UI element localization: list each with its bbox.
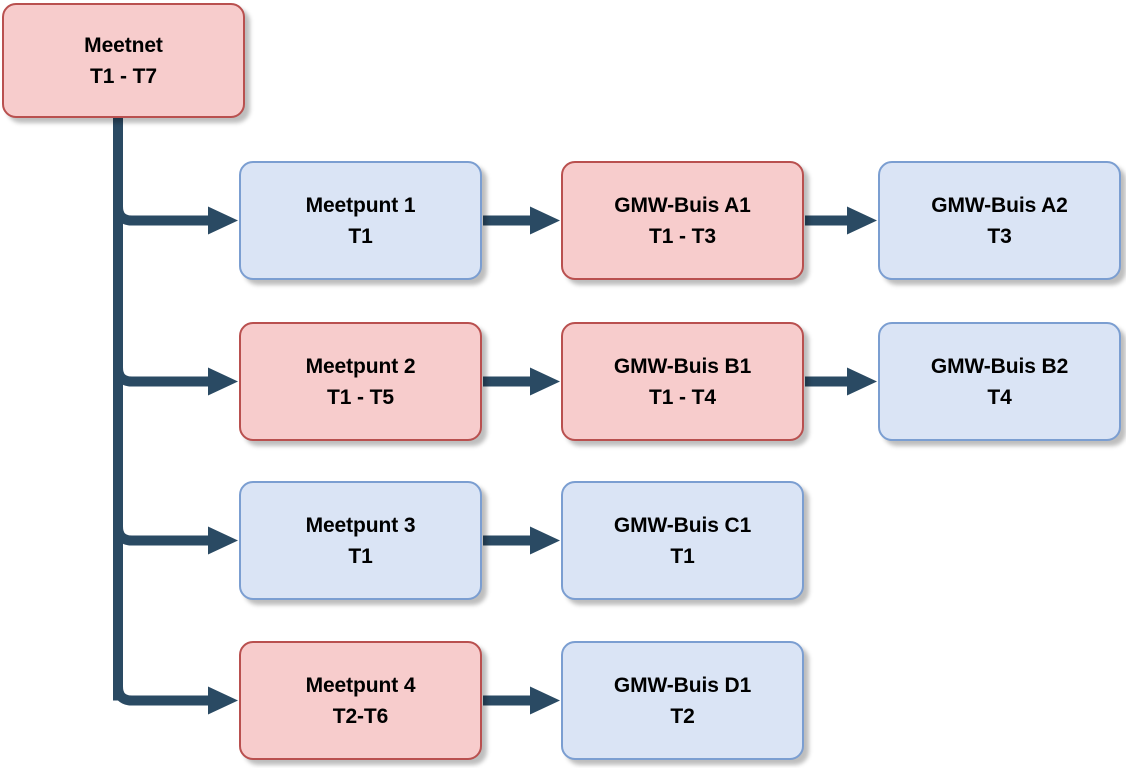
node-label-secondary: T1: [348, 544, 373, 568]
connector-meetnet-to-meetpunt-3: [113, 526, 210, 546]
node-meetpunt-3[interactable]: Meetpunt 3 T1: [239, 481, 482, 600]
arrowhead-meetpunt-2-to-gmw-buis-b1: [530, 367, 560, 396]
arrowhead-meetpunt-4-to-gmw-buis-d1: [530, 686, 560, 715]
node-label-primary: Meetpunt 2: [305, 354, 416, 378]
node-label-primary: GMW-Buis C1: [613, 513, 752, 537]
node-label-secondary: T1 - T4: [649, 385, 716, 409]
connector-meetnet-to-meetpunt-4: [113, 686, 210, 706]
node-gmw-buis-b2[interactable]: GMW-Buis B2 T4: [878, 322, 1121, 441]
node-label-secondary: T1: [348, 224, 373, 248]
node-gmw-buis-b1[interactable]: GMW-Buis B1 T1 - T4: [561, 322, 804, 441]
node-meetpunt-2[interactable]: Meetpunt 2 T1 - T5: [239, 322, 482, 441]
node-label-secondary: T1 - T5: [327, 385, 394, 409]
node-label-primary: GMW-Buis B1: [613, 354, 752, 378]
node-label-secondary: T1 - T3: [649, 224, 716, 248]
node-meetpunt-4[interactable]: Meetpunt 4 T2-T6: [239, 641, 482, 760]
arrowhead-meetnet-to-meetpunt-2: [208, 367, 238, 396]
node-gmw-buis-c1[interactable]: GMW-Buis C1 T1: [561, 481, 804, 600]
node-label-secondary: T3: [987, 224, 1012, 248]
node-label-secondary: T1 - T7: [90, 64, 157, 88]
arrowhead-gmw-buis-b1-to-gmw-buis-b2: [847, 367, 877, 396]
node-label-primary: Meetpunt 4: [305, 673, 416, 697]
node-label-secondary: T2-T6: [332, 704, 389, 728]
node-label-primary: Meetnet: [84, 33, 163, 57]
arrowhead-meetnet-to-meetpunt-3: [208, 526, 238, 555]
arrowhead-meetnet-to-meetpunt-1: [208, 206, 238, 235]
node-label-primary: Meetpunt 1: [305, 193, 416, 217]
arrowhead-meetnet-to-meetpunt-4: [208, 686, 238, 715]
node-label-secondary: T2: [670, 704, 695, 728]
node-label-primary: GMW-Buis A2: [931, 193, 1068, 217]
node-label-secondary: T1: [670, 544, 695, 568]
node-label-primary: GMW-Buis D1: [613, 673, 752, 697]
node-gmw-buis-a1[interactable]: GMW-Buis A1 T1 - T3: [561, 161, 804, 280]
connector-meetnet-to-meetpunt-2: [113, 367, 210, 387]
connector-meetnet-to-meetpunt-1: [113, 206, 210, 226]
node-label-primary: GMW-Buis A1: [614, 193, 751, 217]
node-meetnet[interactable]: Meetnet T1 - T7: [2, 3, 245, 118]
node-meetpunt-1[interactable]: Meetpunt 1 T1: [239, 161, 482, 280]
node-label-primary: GMW-Buis B2: [930, 354, 1069, 378]
node-label-primary: Meetpunt 3: [305, 513, 416, 537]
arrowhead-gmw-buis-a1-to-gmw-buis-a2: [847, 206, 877, 235]
node-label-secondary: T4: [987, 385, 1012, 409]
arrowhead-meetpunt-3-to-gmw-buis-c1: [530, 526, 560, 555]
node-gmw-buis-d1[interactable]: GMW-Buis D1 T2: [561, 641, 804, 760]
arrowhead-meetpunt-1-to-gmw-buis-a1: [530, 206, 560, 235]
node-gmw-buis-a2[interactable]: GMW-Buis A2 T3: [878, 161, 1121, 280]
